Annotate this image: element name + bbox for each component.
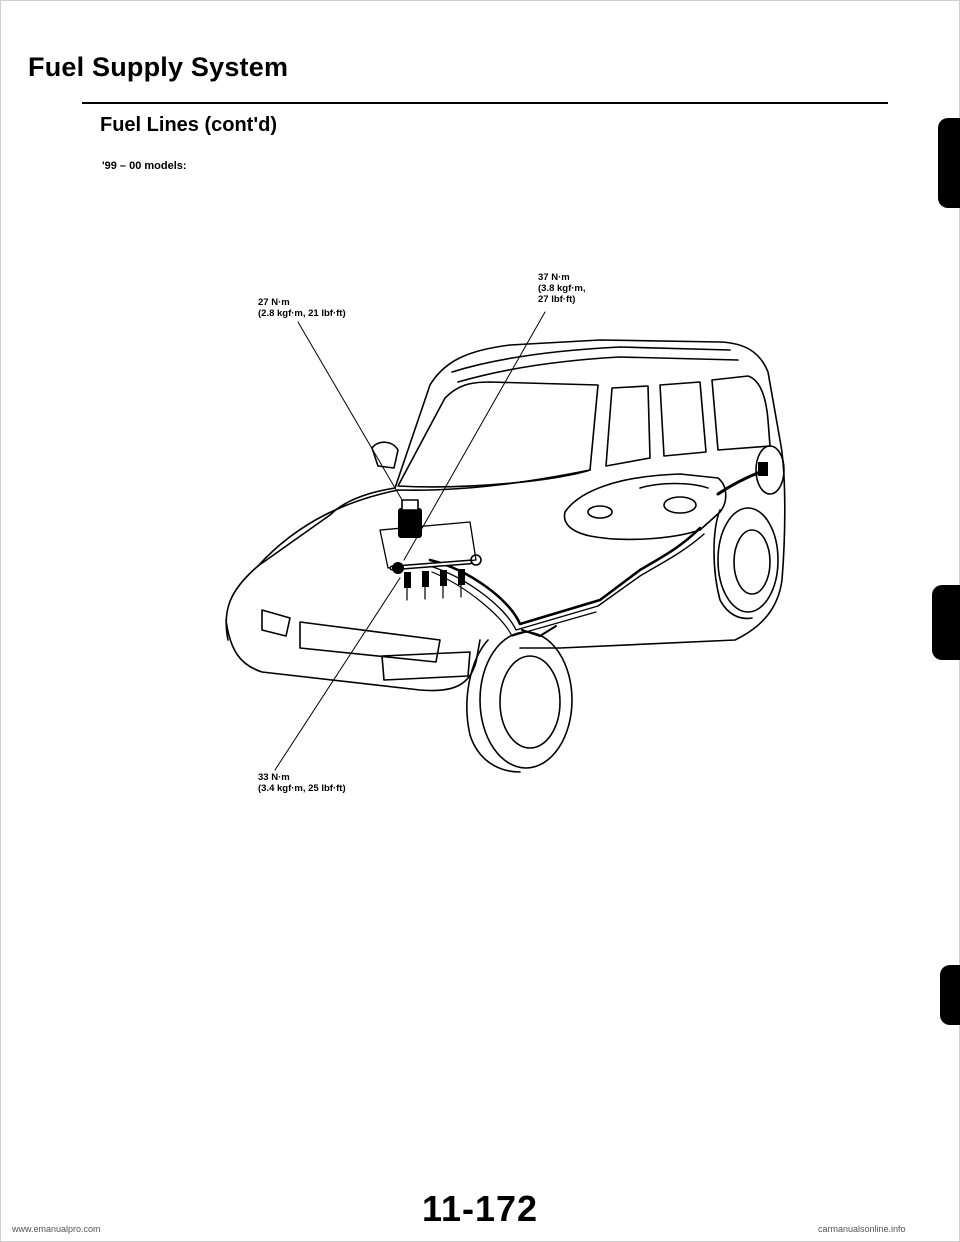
- leader-lines: [274, 311, 546, 771]
- leader-line-33nm: [274, 577, 401, 771]
- tank-strap: [639, 482, 709, 489]
- torque-conversion: (3.8 kgf·m,: [538, 283, 586, 294]
- fuel-pump-cap: [587, 505, 613, 519]
- fog-light: [261, 609, 291, 637]
- index-tab: [938, 118, 960, 208]
- filler-neck: [716, 470, 762, 496]
- side-window: [605, 385, 651, 467]
- filler-cap: [758, 462, 768, 476]
- front-wheel-arch: [466, 639, 521, 773]
- torque-callout-33nm: 33 N·m (3.4 kgf·m, 25 lbf·ft): [258, 772, 346, 794]
- engine-outline: [379, 521, 477, 569]
- torque-callout-27nm: 27 N·m (2.8 kgf·m, 21 lbf·ft): [258, 297, 346, 319]
- grille: [299, 621, 441, 663]
- rear-wheel-rim: [733, 529, 771, 595]
- fuel-injector: [404, 572, 411, 588]
- tank-fitting: [663, 496, 697, 514]
- footer-url[interactable]: www.emanualpro.com: [12, 1224, 101, 1234]
- fuel-injectors: [404, 569, 465, 588]
- filter-banjo-bolt: [401, 499, 419, 511]
- fuel-rail-highlight: [391, 561, 471, 569]
- index-tab: [932, 585, 960, 660]
- torque-conversion: (2.8 kgf·m, 21 lbf·ft): [258, 308, 346, 319]
- torque-value: 33 N·m: [258, 772, 290, 783]
- torque-callout-37nm: 37 N·m (3.8 kgf·m, 27 lbf·ft): [538, 272, 586, 305]
- pulsation-damper: [392, 562, 404, 574]
- models-label: '99 – 00 models:: [102, 160, 187, 172]
- roof-rail: [451, 346, 731, 373]
- leader-line-27nm: [297, 321, 406, 506]
- fuel-injector: [440, 570, 447, 586]
- title-rule: [82, 102, 888, 104]
- spare-tire: [755, 445, 785, 495]
- page-number: 11-172: [421, 1188, 539, 1229]
- torque-value: 27 N·m: [258, 297, 290, 308]
- footer-watermark: carmanualsonline.info: [818, 1224, 906, 1234]
- line-clamp: [521, 625, 557, 637]
- fuel-filter: [398, 508, 422, 538]
- fuel-injector: [422, 571, 429, 587]
- hood-line: [257, 469, 591, 567]
- index-tab: [940, 965, 960, 1025]
- rear-wheel: [717, 507, 779, 613]
- injector-tips: [406, 584, 462, 601]
- rear-window: [711, 375, 771, 451]
- windshield: [397, 381, 599, 488]
- pressure-regulator: [470, 554, 482, 566]
- fuel-injector: [458, 569, 465, 585]
- fuel-return-line: [429, 533, 705, 631]
- torque-conversion: 27 lbf·ft): [538, 294, 576, 305]
- rear-wheel-arch: [713, 509, 753, 620]
- fuel-tank: [563, 473, 727, 541]
- page-title: Fuel Supply System: [28, 52, 289, 82]
- torque-conversion: (3.4 kgf·m, 25 lbf·ft): [258, 783, 346, 794]
- leader-line-37nm: [403, 311, 546, 561]
- section-heading: Fuel Lines (cont'd): [100, 114, 277, 136]
- roof-rail: [457, 356, 739, 383]
- fuel-feed-line: [428, 526, 702, 626]
- torque-value: 37 N·m: [538, 272, 570, 283]
- headlamp: [381, 651, 471, 681]
- front-wheel-rim: [499, 655, 561, 749]
- side-window: [659, 381, 707, 457]
- vehicle-body-outline: [225, 339, 786, 649]
- side-mirror: [371, 441, 399, 469]
